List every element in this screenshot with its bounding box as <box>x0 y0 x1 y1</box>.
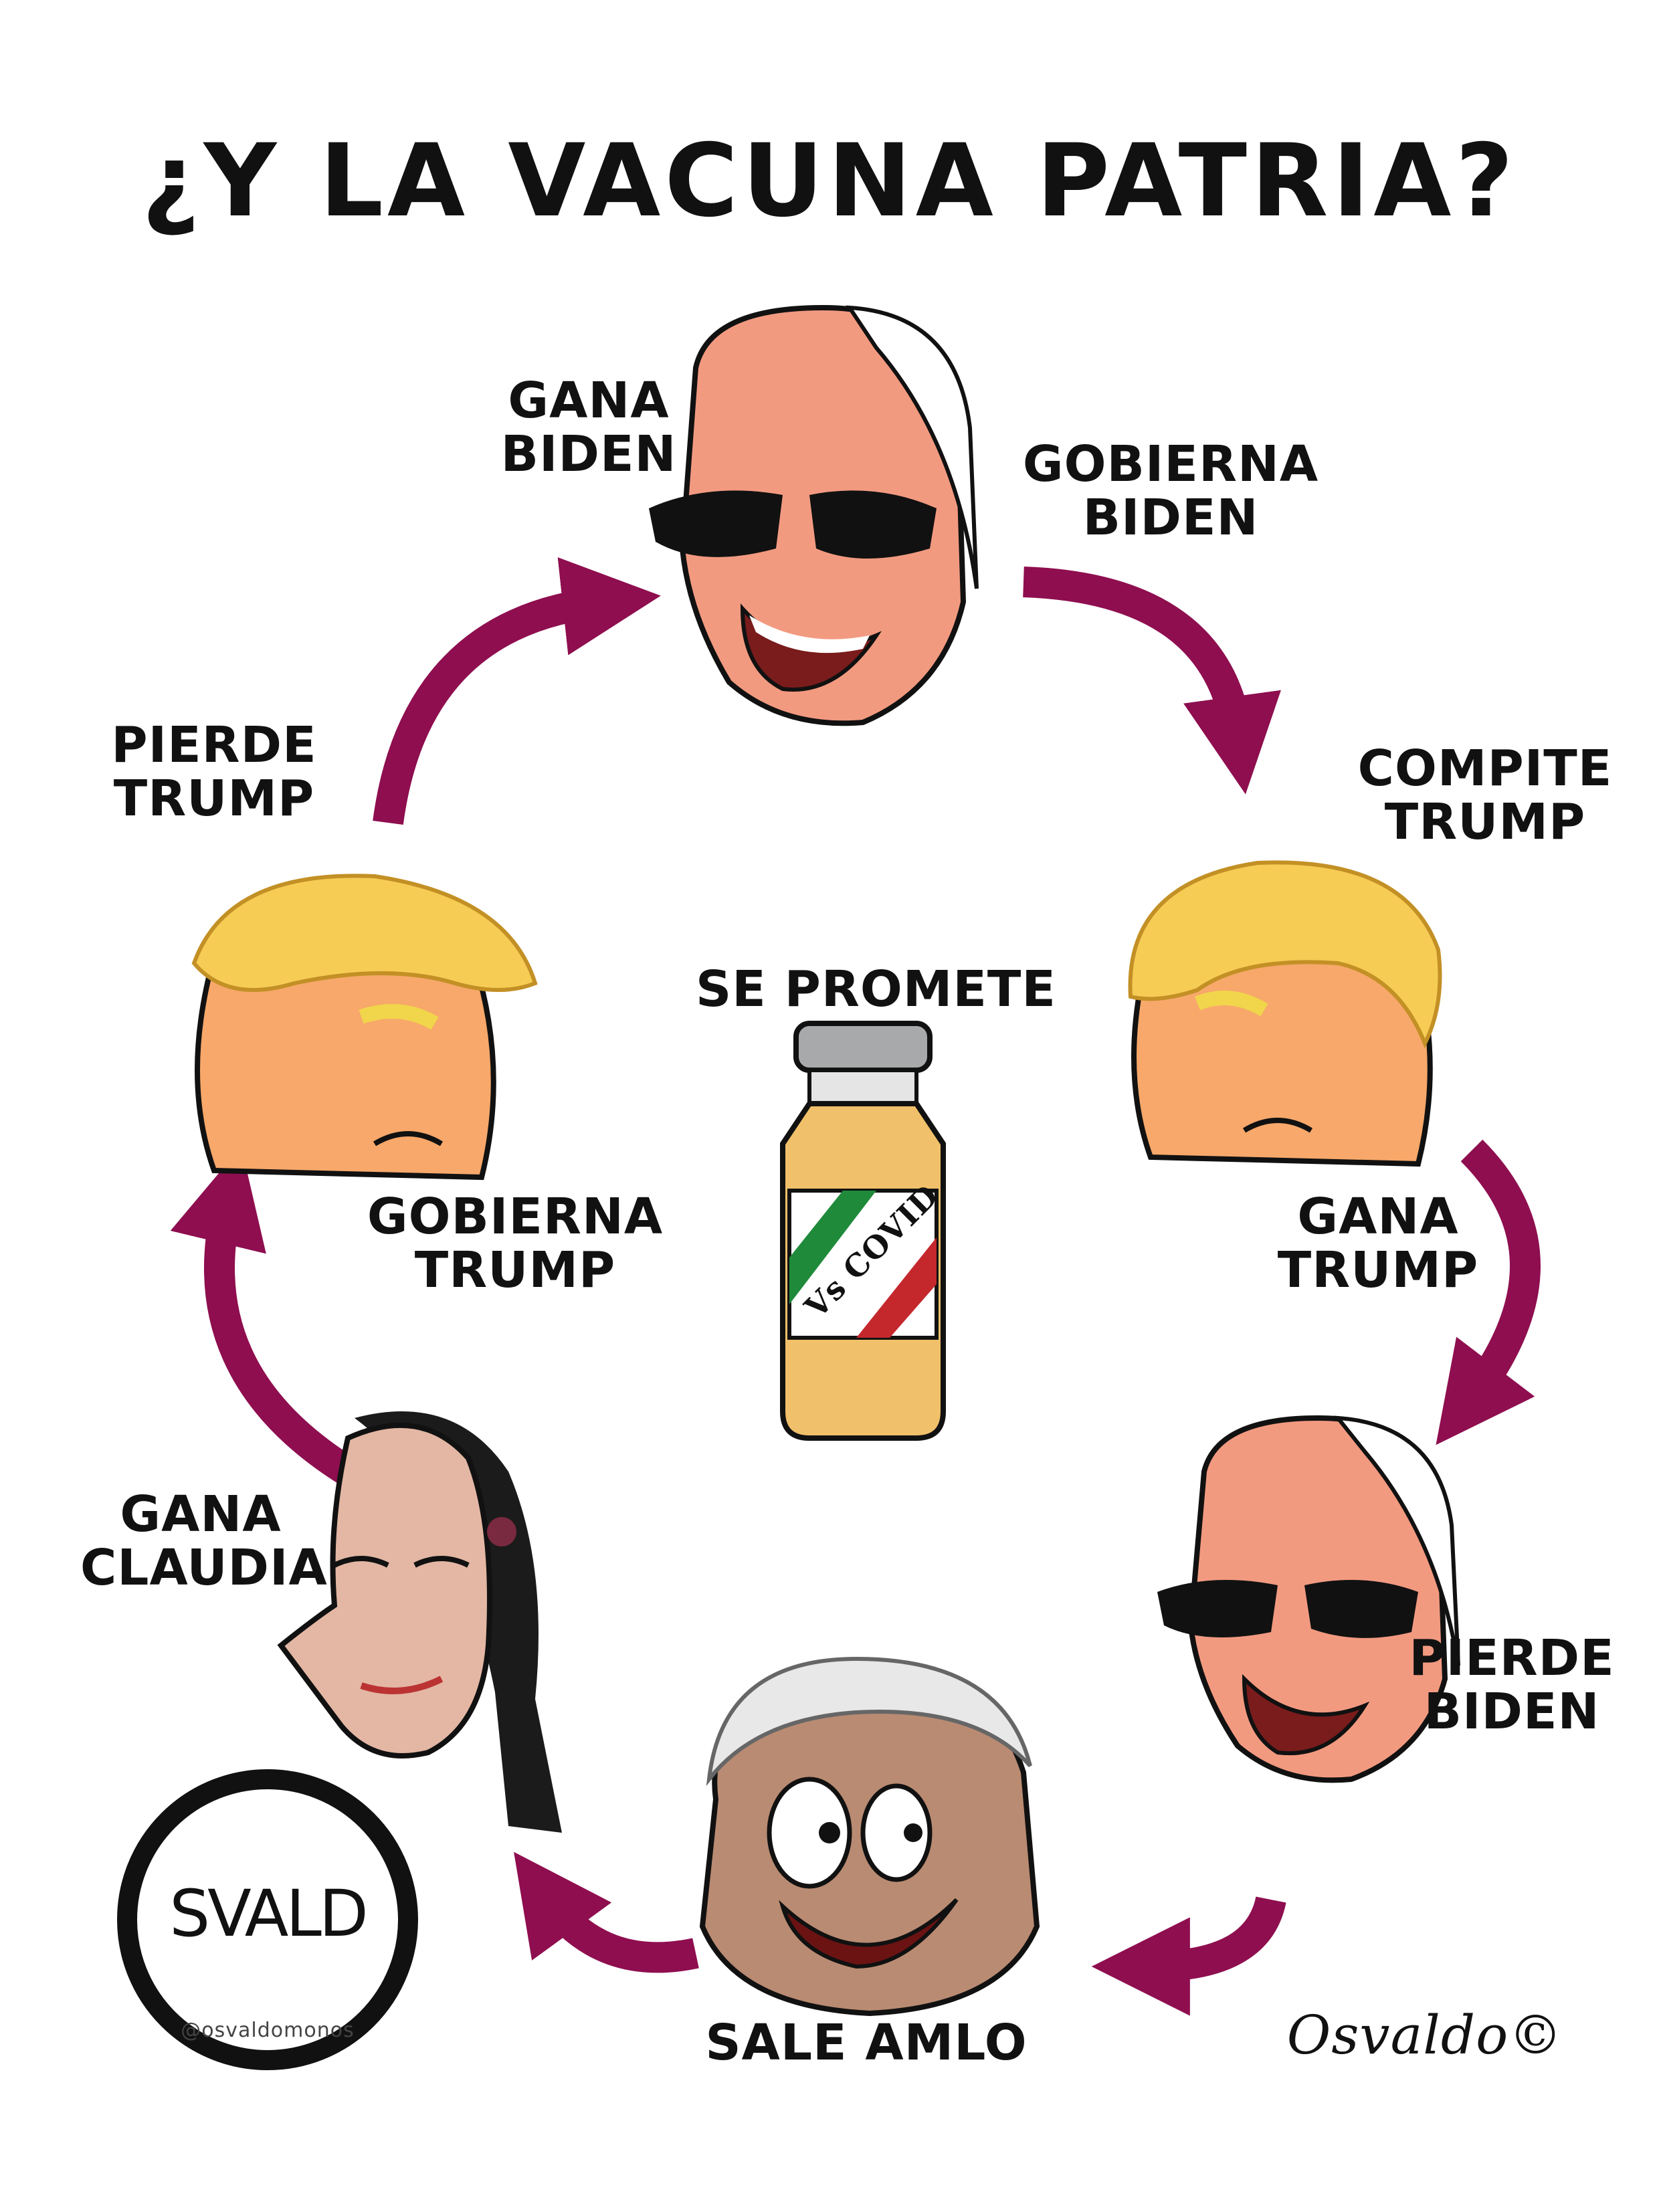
osvald-logo <box>117 1769 418 2070</box>
vaccine-vial <box>780 1021 946 1441</box>
label-gobierna-trump-line1: GOBIERNA <box>367 1188 664 1245</box>
label-gobierna-trump: GOBIERNA TRUMP <box>348 1188 682 1299</box>
arrow-to-gana-claudia <box>514 1851 699 1973</box>
label-gana-trump: GANA TRUMP <box>1258 1188 1498 1299</box>
cartoon-title: ¿Y LA VACUNA PATRIA? <box>141 123 1518 239</box>
arrow-to-gobierna-trump <box>170 1146 357 1485</box>
artist-signature: Osvaldo© <box>1286 2004 1563 2066</box>
label-gana-trump-line2: TRUMP <box>1277 1241 1479 1299</box>
biden-head-top <box>649 304 979 726</box>
label-compite-trump-line1: COMPITE <box>1357 740 1613 797</box>
biden-head-lower-right <box>1157 1415 1460 1783</box>
label-gana-trump-line1: GANA <box>1297 1188 1459 1245</box>
label-gana-claudia-line1: GANA <box>120 1486 282 1543</box>
label-sale-amlo: SALE AMLO <box>705 2014 1028 2072</box>
arrow-to-gobierna-biden <box>1023 567 1281 795</box>
label-pierde-trump-line2: TRUMP <box>113 769 315 827</box>
label-gobierna-biden: GOBIERNA BIDEN <box>1003 435 1338 546</box>
label-compite-trump: COMPITE TRUMP <box>1345 742 1626 849</box>
label-pierde-trump: PIERDE TRUMP <box>94 716 334 827</box>
label-gana-biden-line1: GANA <box>508 372 670 429</box>
label-se-promete: SE PROMETE <box>696 961 1056 1018</box>
label-gana-claudia: GANA CLAUDIA <box>80 1486 328 1597</box>
label-gobierna-biden-line1: GOBIERNA <box>1022 435 1319 493</box>
arrow-to-pierde-biden <box>1436 1139 1541 1445</box>
logo-wordmark: SVALD <box>169 1876 369 1951</box>
arrow-to-gana-biden <box>373 557 661 825</box>
label-gana-claudia-line2: CLAUDIA <box>80 1538 328 1597</box>
label-pierde-trump-line1: PIERDE <box>111 716 317 774</box>
logo-handle: @osvaldomonos <box>181 2019 355 2042</box>
trump-head-right <box>1128 860 1442 1167</box>
label-gobierna-trump-line2: TRUMP <box>414 1241 616 1299</box>
cycle-arrows <box>170 557 1541 2016</box>
trump-head-left <box>191 874 538 1181</box>
label-pierde-biden-line2: BIDEN <box>1424 1682 1600 1740</box>
arrow-to-sale-amlo <box>1091 1896 1286 2016</box>
label-pierde-biden: PIERDE BIDEN <box>1391 1629 1632 1740</box>
label-pierde-biden-line1: PIERDE <box>1409 1629 1615 1687</box>
amlo-head-bottom <box>699 1656 1040 2017</box>
label-compite-trump-line2: TRUMP <box>1384 793 1586 851</box>
label-gana-biden: GANA BIDEN <box>482 372 696 483</box>
claudia-head-left <box>277 1411 562 1833</box>
label-gana-biden-line2: BIDEN <box>500 425 677 483</box>
label-gobierna-biden-line2: BIDEN <box>1082 488 1259 546</box>
